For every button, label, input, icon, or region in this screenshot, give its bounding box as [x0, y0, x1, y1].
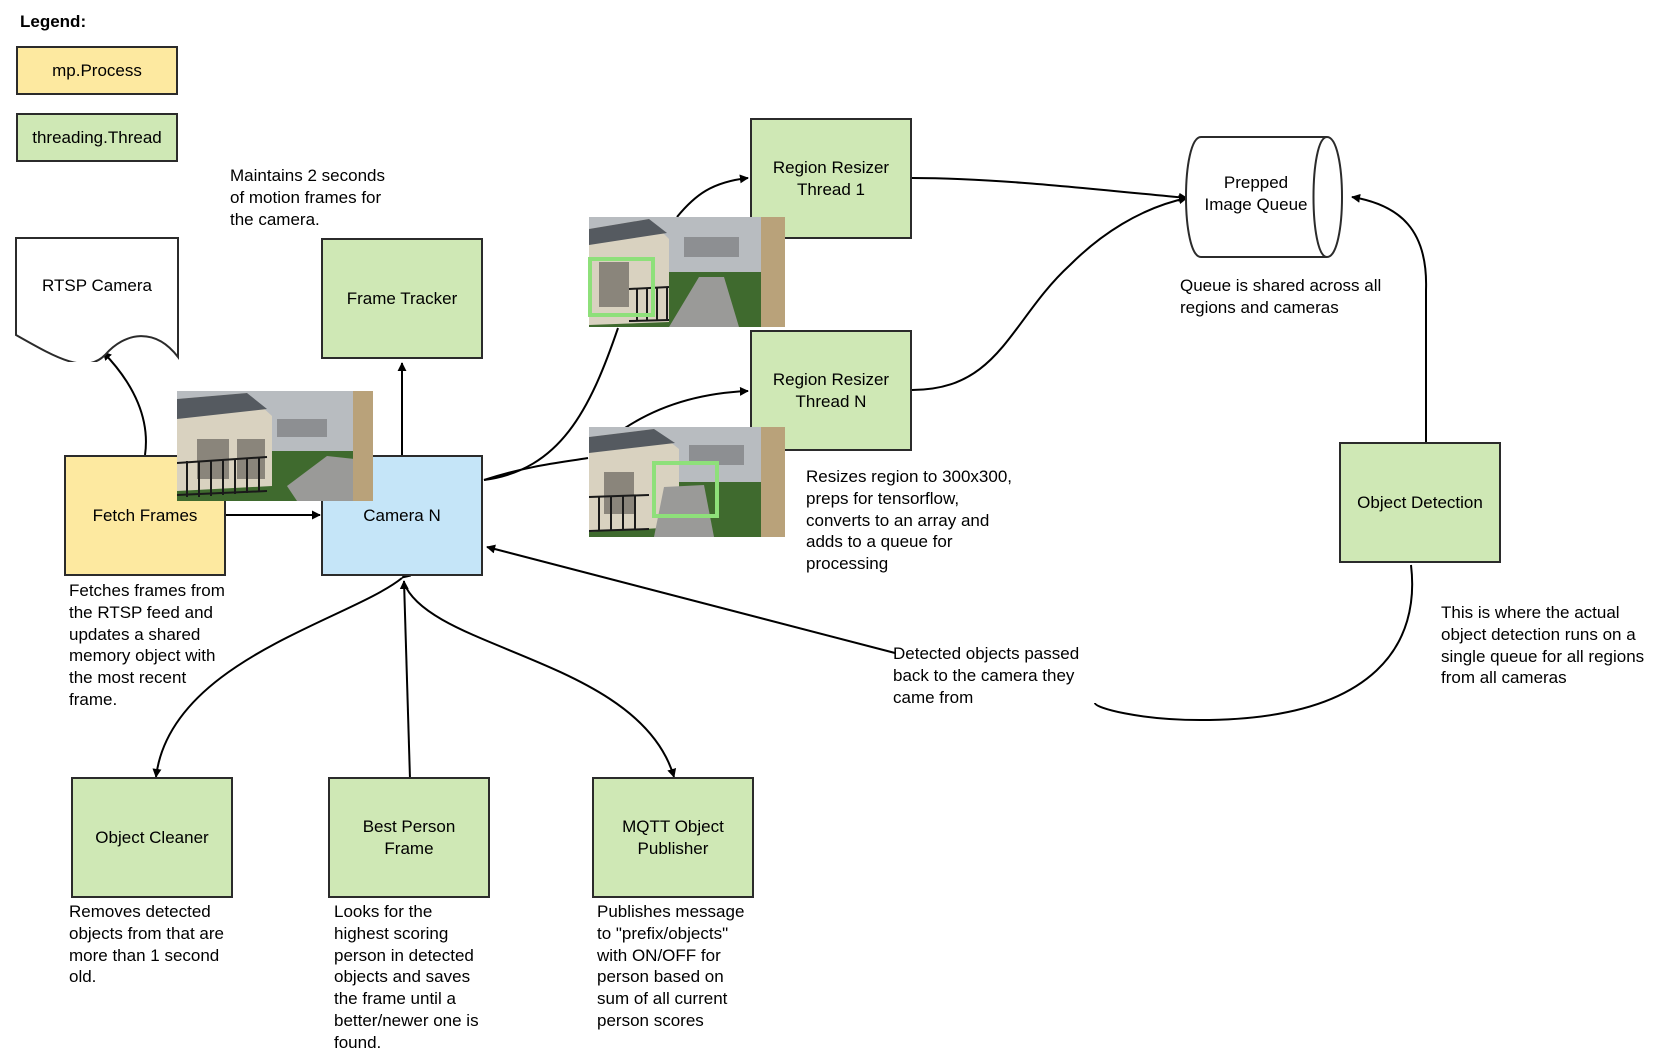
arrow-resizer-1-to-queue [911, 177, 1188, 202]
camera-snapshot-image [177, 391, 373, 501]
object-cleaner-node: Object Cleaner [71, 777, 233, 898]
frame-tracker-node: Frame Tracker [321, 238, 483, 359]
arrow-photo2-to-resizer-n [624, 386, 749, 429]
frame-tracker-label: Frame Tracker [346, 288, 458, 308]
object-detection-note: This is where the actual object detectio… [1441, 603, 1645, 688]
rtsp-camera-shape [15, 237, 179, 362]
fetch-frames-note: Fetches frames from the RTSP feed and up… [69, 581, 225, 709]
arrow-camera-to-resizer-1 [483, 327, 619, 481]
prepped-image-queue-shape [1185, 136, 1343, 258]
best-person-frame-node: Best Person Frame [328, 777, 490, 898]
arrow-camera-to-cleaner [152, 569, 412, 778]
arrow-camera-to-resizer-n [483, 457, 589, 481]
region-resizer-1-label: Region Resizer Thread 1 [772, 157, 890, 199]
arrow-camera-to-mqtt [403, 582, 677, 778]
queue-note: Queue is shared across all regions and c… [1180, 276, 1382, 317]
arrow-detected-to-camera [486, 544, 896, 654]
best-person-frame-label: Best Person Frame [362, 816, 456, 858]
object-detection-label: Object Detection [1357, 492, 1483, 512]
legend-title: Legend: [20, 12, 87, 31]
arrow-resizer-n-to-queue [911, 195, 1188, 391]
fetch-frames-node: Fetch Frames [64, 455, 226, 576]
region-1-selection-box [588, 257, 655, 317]
object-cleaner-label: Object Cleaner [95, 827, 209, 847]
mqtt-object-publisher-node: MQTT Object Publisher [592, 777, 754, 898]
mqtt-object-publisher-label: MQTT Object Publisher [622, 816, 724, 858]
arrow-fetch-to-rtsp [102, 351, 147, 456]
object-detection-node: Object Detection [1339, 442, 1501, 563]
region-n-snapshot-image [589, 427, 785, 537]
legend-process-swatch: mp.Process [16, 46, 178, 95]
arrow-best-person-to-camera [399, 580, 411, 780]
mqtt-object-publisher-note: Publishes message to "prefix/objects" wi… [597, 902, 745, 1030]
best-person-frame-note: Looks for the highest scoring person in … [334, 902, 479, 1052]
legend-thread-label: threading.Thread [32, 127, 162, 147]
resizer-note: Resizes region to 300x300, preps for ten… [806, 467, 1013, 574]
rtsp-camera-label: RTSP Camera [42, 276, 152, 295]
object-cleaner-note: Removes detected objects from that are m… [69, 902, 224, 987]
prepped-image-queue-label: Prepped Image Queue [1204, 173, 1308, 214]
detected-objects-note: Detected objects passed back to the came… [893, 644, 1080, 707]
arrow-photo1-to-resizer-1 [676, 174, 749, 218]
region-1-snapshot-image [589, 217, 785, 327]
region-n-selection-box [652, 461, 719, 518]
region-resizer-1-node: Region Resizer Thread 1 [750, 118, 912, 239]
legend-thread-swatch: threading.Thread [16, 113, 178, 162]
frame-tracker-note: Maintains 2 seconds of motion frames for… [230, 166, 385, 229]
legend-process-label: mp.Process [52, 60, 142, 80]
arrow-detection-return [1094, 564, 1414, 722]
region-resizer-n-label: Region Resizer Thread N [772, 369, 890, 411]
fetch-frames-label: Fetch Frames [92, 505, 198, 525]
arrow-detection-to-queue [1351, 193, 1428, 443]
camera-n-label: Camera N [363, 505, 441, 525]
